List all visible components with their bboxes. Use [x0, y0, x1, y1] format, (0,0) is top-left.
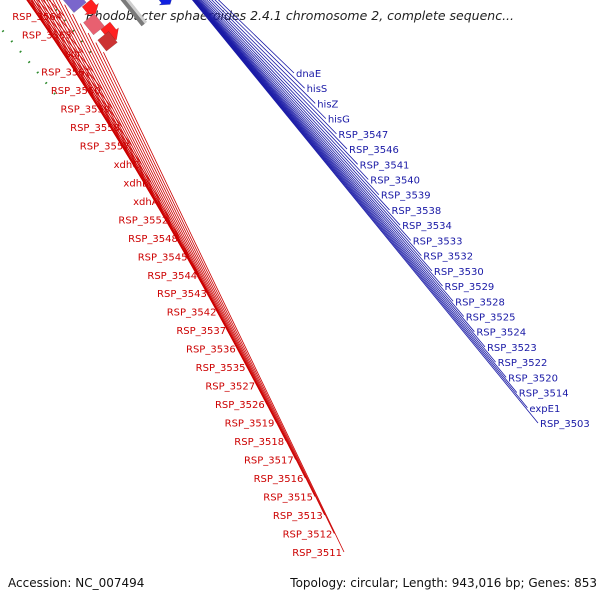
gene-label-left: RSP_3527 [205, 382, 255, 393]
gene-label-left: xdhB [123, 178, 149, 189]
leader-line-right [192, 0, 507, 378]
gene-label-right: RSP_3529 [445, 282, 495, 293]
gene-label-left: RSP_3515 [263, 493, 313, 504]
leader-line-left [79, 23, 316, 497]
leader-line-right [211, 0, 316, 104]
gene-label-left: RSP_3552 [118, 215, 168, 226]
gene-label-right: RSP_3522 [498, 358, 548, 369]
leader-line-right [193, 0, 465, 317]
gene-label-right: RSP_3524 [476, 328, 526, 339]
gene-label-right: hisZ [317, 99, 338, 110]
gene-label-left: RSP_3535 [196, 363, 246, 374]
leader-line-right [208, 0, 327, 119]
gene-label-right: RSP_3540 [370, 176, 420, 187]
leader-line-right [199, 0, 380, 196]
gene-label-left: RSP_3542 [167, 308, 217, 319]
gene-label-right: RSP_3520 [508, 373, 558, 384]
gene-label-left: xdhC [114, 160, 140, 171]
leader-line-left [55, 0, 277, 423]
guide-ring-1 [45, 0, 99, 62]
gene-label-left: RSP_3517 [244, 456, 294, 467]
gene-label-left: RSP_3516 [254, 474, 304, 485]
gene-label-right: dnaE [296, 69, 321, 80]
gene-label-right: hisS [307, 84, 328, 95]
gene-feature-left-15 [62, 0, 87, 14]
gene-label-left: RSP_3543 [157, 289, 207, 300]
leader-line-right [196, 0, 411, 241]
leader-line-right [195, 0, 422, 256]
leader-line-left [103, 51, 345, 553]
leader-line-right [194, 0, 443, 287]
gene-label-right: expE1 [529, 404, 560, 415]
gene-label-left: RSP_3519 [225, 419, 275, 430]
gene-label-right: RSP_3503 [540, 419, 590, 430]
gene-label-left: RSP_3561 [41, 67, 91, 78]
gene-label-left: xdhA [133, 197, 159, 208]
gene-label-right: RSP_3533 [413, 236, 463, 247]
gene-label-right: RSP_3539 [381, 191, 431, 202]
gene-label-right: RSP_3547 [338, 130, 388, 141]
gene-feature-left-16 [81, 0, 99, 15]
leader-line-left [64, 4, 297, 460]
leader-line-right [214, 0, 305, 89]
leader-line-left [26, 0, 132, 146]
leader-line-right [197, 0, 401, 226]
gene-label-right: RSP_3538 [391, 206, 441, 217]
gene-feature-left-19 [97, 31, 118, 52]
leader-line-left [58, 0, 287, 442]
leader-line-right [195, 0, 433, 272]
gene-label-left: RSP_3511 [292, 548, 342, 559]
gene-label-left: RSP_3559 [60, 104, 110, 115]
gene-label-left: RSP_3545 [138, 252, 188, 263]
gene-label-right: RSP_3528 [455, 297, 505, 308]
gene-label-right: RSP_3514 [519, 389, 569, 400]
leader-line-right [218, 0, 295, 74]
accession-text: Accession: NC_007494 [8, 576, 145, 590]
leader-line-right [206, 0, 337, 135]
gene-feature-right-17 [158, 0, 172, 6]
leader-line-right [200, 0, 369, 180]
gene-label-left: RSP_3564 [12, 12, 62, 23]
gene-label-left: RSP_3563 [22, 30, 72, 41]
leader-line-left [52, 0, 268, 405]
leader-line-right [202, 0, 358, 165]
gene-label-left: RSP_3537 [176, 326, 226, 337]
gene-label-left: RSP_3518 [234, 437, 284, 448]
leader-line-right [193, 0, 475, 332]
gene-label-right: RSP_3530 [434, 267, 484, 278]
leader-line-right [203, 0, 348, 150]
leader-line-left [72, 13, 306, 479]
map-title: Rhodobacter sphaeroides 2.4.1 chromosome… [85, 8, 514, 23]
gene-label-right: RSP_3546 [349, 145, 399, 156]
gene-label-left: RSP_3560 [51, 86, 101, 97]
gene-label-left: RSP_3536 [186, 345, 236, 356]
gene-label-right: RSP_3525 [466, 312, 516, 323]
gene-label-left: RSP_3513 [273, 511, 323, 522]
gene-feature-left-17 [83, 13, 105, 36]
gene-label-right: hisG [328, 115, 350, 126]
topology-summary: Topology: circular; Length: 943,016 bp; … [290, 576, 597, 590]
gene-label-left: RSP_3526 [215, 400, 265, 411]
leader-line-right [198, 0, 390, 211]
gene-label-left: RSP_3548 [128, 234, 178, 245]
gene-label-left: RSP_3558 [70, 123, 120, 134]
gene-label-right: RSP_3534 [402, 221, 452, 232]
gene-label-right: RSP_3532 [423, 252, 473, 263]
gene-label-left: RSP_3544 [147, 271, 197, 282]
leader-line-left [95, 42, 335, 534]
leader-line-right [192, 0, 539, 424]
gene-label-left: RSP_3557 [80, 141, 130, 152]
leader-line-right [194, 0, 454, 302]
gene-label-left: RSP_3512 [283, 530, 333, 541]
leader-line-left [87, 32, 326, 516]
gene-label-right: RSP_3523 [487, 343, 537, 354]
gene-label-right: RSP_3541 [360, 160, 410, 171]
